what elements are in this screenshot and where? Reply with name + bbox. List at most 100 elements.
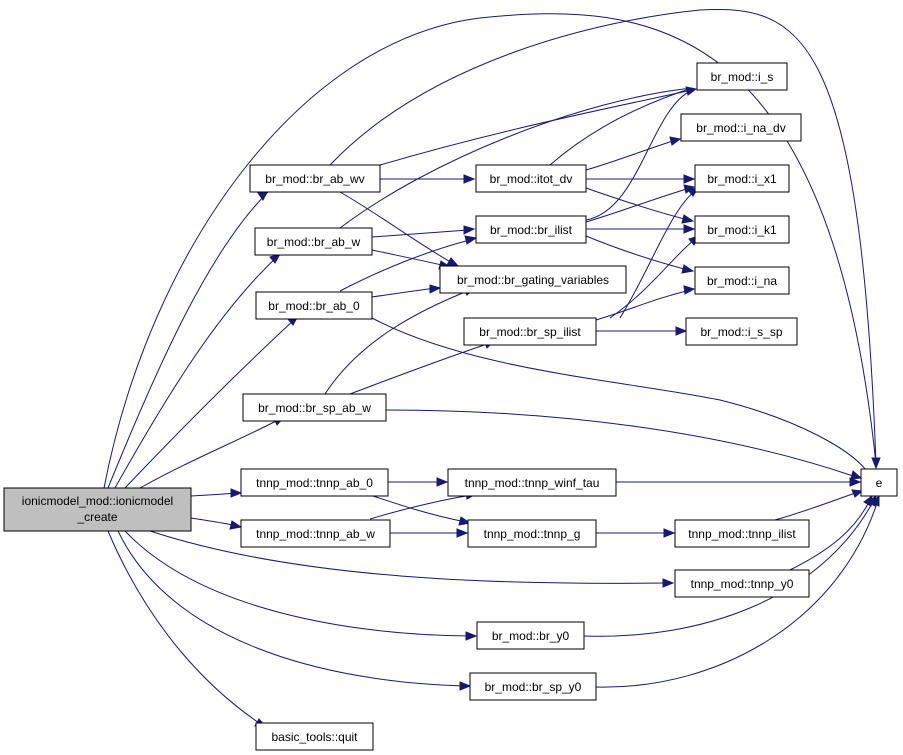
node-br_ilist[interactable]: br_mod::br_ilist xyxy=(475,215,587,244)
edge-itot_dv-i_k1 xyxy=(585,187,689,221)
node-br_ab_wv[interactable]: br_mod::br_ab_wv xyxy=(249,164,381,193)
edge-root-tnnp_ab_0 xyxy=(190,492,238,497)
node-br_gating-label: br_mod::br_gating_variables xyxy=(457,273,609,287)
arrow-head xyxy=(849,477,862,487)
node-tnnp_ab_w-label: tnnp_mod::tnnp_ab_w xyxy=(256,527,375,541)
edge-br_sp_y0-e xyxy=(595,499,879,688)
node-br_sp_ab_w[interactable]: br_mod::br_sp_ab_w xyxy=(242,393,387,422)
node-tnnp_ab_0[interactable]: tnnp_mod::tnnp_ab_0 xyxy=(240,468,389,497)
node-i_s_sp-label: br_mod::i_s_sp xyxy=(700,325,782,339)
edge-br_sp_ab_w-br_sp_ilist xyxy=(349,342,491,395)
arrow-head xyxy=(669,136,682,146)
edge-br_sp_ilist-i_na xyxy=(595,289,691,321)
arrow-head xyxy=(463,174,476,184)
node-i_na_dv-label: br_mod::i_na_dv xyxy=(696,121,785,135)
edge-root-br_ab_wv xyxy=(107,191,269,489)
node-br_ilist-label: br_mod::br_ilist xyxy=(490,223,573,237)
node-i_na[interactable]: br_mod::i_na xyxy=(694,266,790,295)
node-br_sp_ab_w-label: br_mod::br_sp_ab_w xyxy=(258,401,371,415)
edge-itot_dv-i_na_dv xyxy=(585,139,677,171)
arrow-head xyxy=(681,264,695,274)
node-i_k1-label: br_mod::i_k1 xyxy=(707,223,777,237)
graph-edges xyxy=(103,9,881,728)
node-e[interactable]: e xyxy=(860,468,898,497)
node-basic_quit-label: basic_tools::quit xyxy=(271,730,358,744)
node-br_ab_w[interactable]: br_mod::br_ab_w xyxy=(254,227,373,256)
edge-br_ab_wv-e xyxy=(329,9,877,465)
arrow-head xyxy=(465,631,478,641)
edge-root-br_sp_y0 xyxy=(117,530,466,687)
edge-br_ab_w-br_ilist xyxy=(371,229,469,238)
node-br_y0-label: br_mod::br_y0 xyxy=(492,629,570,643)
node-itot_dv-label: br_mod::itot_dv xyxy=(490,172,573,186)
arrow-head xyxy=(436,477,449,487)
node-tnnp_g-label: tnnp_mod::tnnp_g xyxy=(484,527,581,541)
node-root-label-line2: _create xyxy=(76,510,117,524)
node-i_s-label: br_mod::i_s xyxy=(711,70,774,84)
node-i_s_sp[interactable]: br_mod::i_s_sp xyxy=(685,317,798,346)
edge-root-tnnp_y0 xyxy=(149,530,669,584)
arrow-head xyxy=(429,284,442,294)
node-br_sp_ilist[interactable]: br_mod::br_sp_ilist xyxy=(463,317,597,346)
edge-root-br_ab_0 xyxy=(124,317,297,489)
arrow-head xyxy=(662,578,675,588)
node-tnnp_y0-label: tnnp_mod::tnnp_y0 xyxy=(691,577,794,591)
node-tnnp_ab_w[interactable]: tnnp_mod::tnnp_ab_w xyxy=(240,519,391,548)
node-i_x1[interactable]: br_mod::i_x1 xyxy=(694,164,790,193)
edge-tnnp_ilist-e xyxy=(774,491,859,521)
node-i_na_dv[interactable]: br_mod::i_na_dv xyxy=(680,113,802,142)
edge-br_ab_w-i_s xyxy=(339,87,693,229)
arrow-head xyxy=(230,488,243,498)
arrow-head xyxy=(446,257,460,267)
arrow-head xyxy=(458,516,472,526)
node-i_k1[interactable]: br_mod::i_k1 xyxy=(694,215,790,244)
edge-root-e xyxy=(103,13,877,489)
edge-tnnp_y0-e xyxy=(789,499,871,571)
node-i_na-label: br_mod::i_na xyxy=(707,274,777,288)
node-br_ab_w-label: br_mod::br_ab_w xyxy=(267,235,361,249)
edge-br_ilist-i_x1 xyxy=(585,187,691,223)
node-tnnp_winf_tau[interactable]: tnnp_mod::tnnp_winf_tau xyxy=(447,468,617,497)
edge-tnnp_ab_0-tnnp_g xyxy=(369,494,467,523)
edge-br_ab_0-e xyxy=(371,317,867,471)
node-i_x1-label: br_mod::i_x1 xyxy=(707,172,777,186)
node-tnnp_ilist[interactable]: tnnp_mod::tnnp_ilist xyxy=(674,519,810,548)
node-br_sp_ilist-label: br_mod::br_sp_ilist xyxy=(479,325,581,339)
arrow-head xyxy=(663,528,676,538)
edge-br_ab_w-br_gating xyxy=(371,249,447,267)
edge-root-tnnp_ab_w xyxy=(190,517,238,527)
node-tnnp_ilist-label: tnnp_mod::tnnp_ilist xyxy=(688,527,796,541)
arrow-head xyxy=(229,520,243,530)
node-br_ab_0[interactable]: br_mod::br_ab_0 xyxy=(255,291,373,320)
node-tnnp_ab_0-label: tnnp_mod::tnnp_ab_0 xyxy=(256,476,373,490)
arrow-head xyxy=(675,326,688,336)
arrow-head xyxy=(871,494,880,507)
node-br_ab_wv-label: br_mod::br_ab_wv xyxy=(265,172,364,186)
edge-br_ab_0-br_gating xyxy=(371,287,437,298)
edge-br_ab_wv-br_gating xyxy=(339,191,455,265)
node-root-label-line1: ionicmodel_mod::ionicmodel xyxy=(22,494,173,508)
node-br_sp_y0[interactable]: br_mod::br_sp_y0 xyxy=(469,672,597,701)
edge-br_y0-e xyxy=(583,499,875,637)
node-tnnp_winf_tau-label: tnnp_mod::tnnp_winf_tau xyxy=(465,476,600,490)
node-basic_quit[interactable]: basic_tools::quit xyxy=(255,722,374,751)
edge-tnnp_ab_w-tnnp_winf_tau xyxy=(369,494,473,520)
node-br_y0[interactable]: br_mod::br_y0 xyxy=(476,621,585,650)
edge-root-br_ab_w xyxy=(114,255,279,489)
edge-br_sp_ab_w-br_gating xyxy=(324,289,471,395)
node-tnnp_y0[interactable]: tnnp_mod::tnnp_y0 xyxy=(674,569,810,598)
arrow-head xyxy=(683,285,696,295)
arrow-head xyxy=(681,214,695,224)
node-tnnp_g[interactable]: tnnp_mod::tnnp_g xyxy=(467,519,597,548)
arrow-head xyxy=(683,224,696,234)
node-i_s[interactable]: br_mod::i_s xyxy=(696,62,788,91)
arrow-head xyxy=(851,489,864,498)
edge-br_sp_ilist-i_x1 xyxy=(619,189,697,319)
edge-br_ilist-i_na xyxy=(585,235,689,271)
arrow-head xyxy=(683,174,696,184)
graph-nodes: ionicmodel_mod::ionicmodel _create br_mo… xyxy=(3,62,898,751)
node-br_gating[interactable]: br_mod::br_gating_variables xyxy=(439,265,627,294)
node-root[interactable]: ionicmodel_mod::ionicmodel _create xyxy=(3,487,192,532)
node-itot_dv[interactable]: br_mod::itot_dv xyxy=(475,164,587,193)
